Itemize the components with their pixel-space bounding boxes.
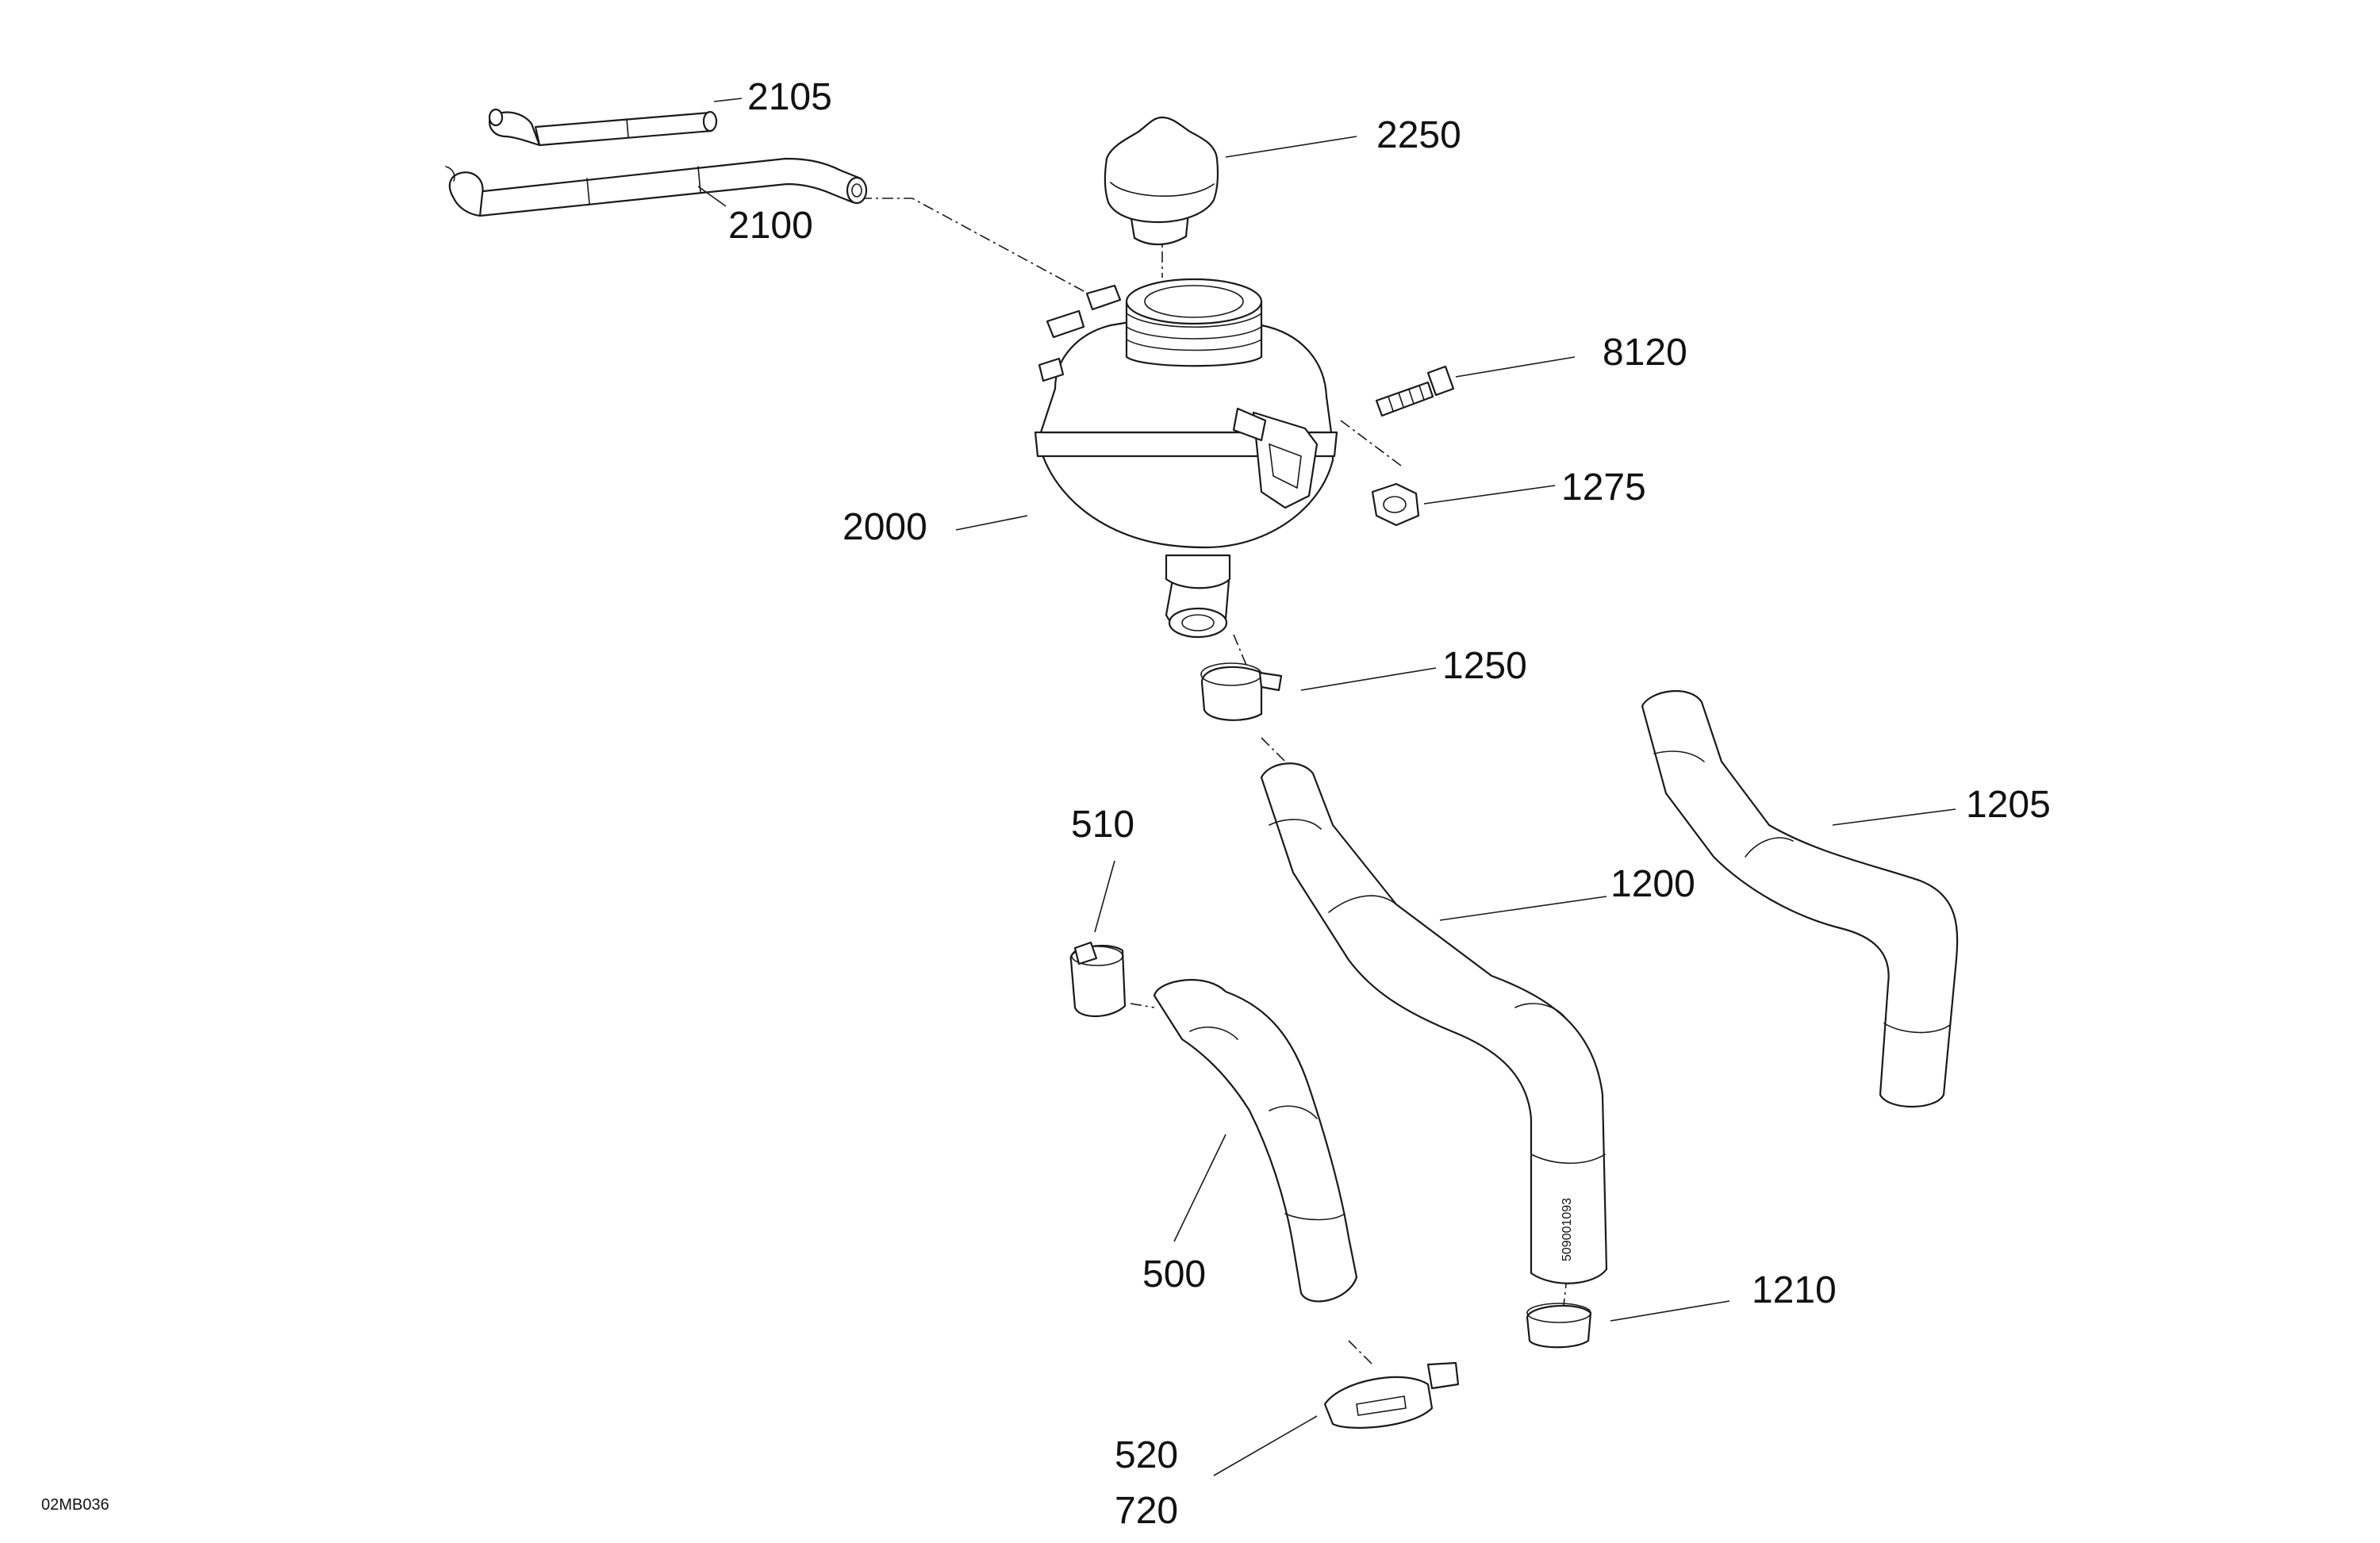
callout-8120: 8120 <box>1603 332 1687 374</box>
hose-1200: 509001093 <box>1260 762 1608 1284</box>
expansion-tank-2000 <box>1034 278 1338 639</box>
callout-2105: 2105 <box>747 76 832 118</box>
callouts: 2105 2100 2250 8120 1275 2000 1250 1205 … <box>728 76 2051 1532</box>
callout-520: 520 <box>1115 1434 1178 1476</box>
cap-2250 <box>1104 116 1219 246</box>
callout-1205: 1205 <box>1966 784 2051 826</box>
clamp-510 <box>1069 941 1127 1018</box>
callout-500: 500 <box>1142 1253 1206 1295</box>
bolt-8120 <box>1375 365 1455 417</box>
callout-510: 510 <box>1071 804 1134 846</box>
clamp-1210 <box>1526 1303 1592 1349</box>
hose-2105 <box>488 108 718 147</box>
hose-500 <box>1153 979 1358 1303</box>
hose-marking-1200: 509001093 <box>1560 1198 1574 1261</box>
callout-1200: 1200 <box>1610 863 1695 905</box>
clamp-520-720 <box>1323 1361 1460 1429</box>
callout-1250: 1250 <box>1442 645 1527 687</box>
callout-1275: 1275 <box>1561 466 1646 509</box>
callout-2250: 2250 <box>1376 114 1461 156</box>
hose-2100 <box>445 157 868 217</box>
callout-2000: 2000 <box>843 506 927 548</box>
callout-2100: 2100 <box>728 205 813 247</box>
clamp-1250 <box>1200 662 1283 721</box>
hose-1205 <box>1641 689 1959 1107</box>
figure-reference: 02MB036 <box>41 1496 109 1514</box>
callout-720: 720 <box>1115 1490 1178 1532</box>
leader-lines <box>697 98 1956 1476</box>
callout-1210: 1210 <box>1752 1269 1837 1311</box>
nut-1275 <box>1371 482 1420 527</box>
